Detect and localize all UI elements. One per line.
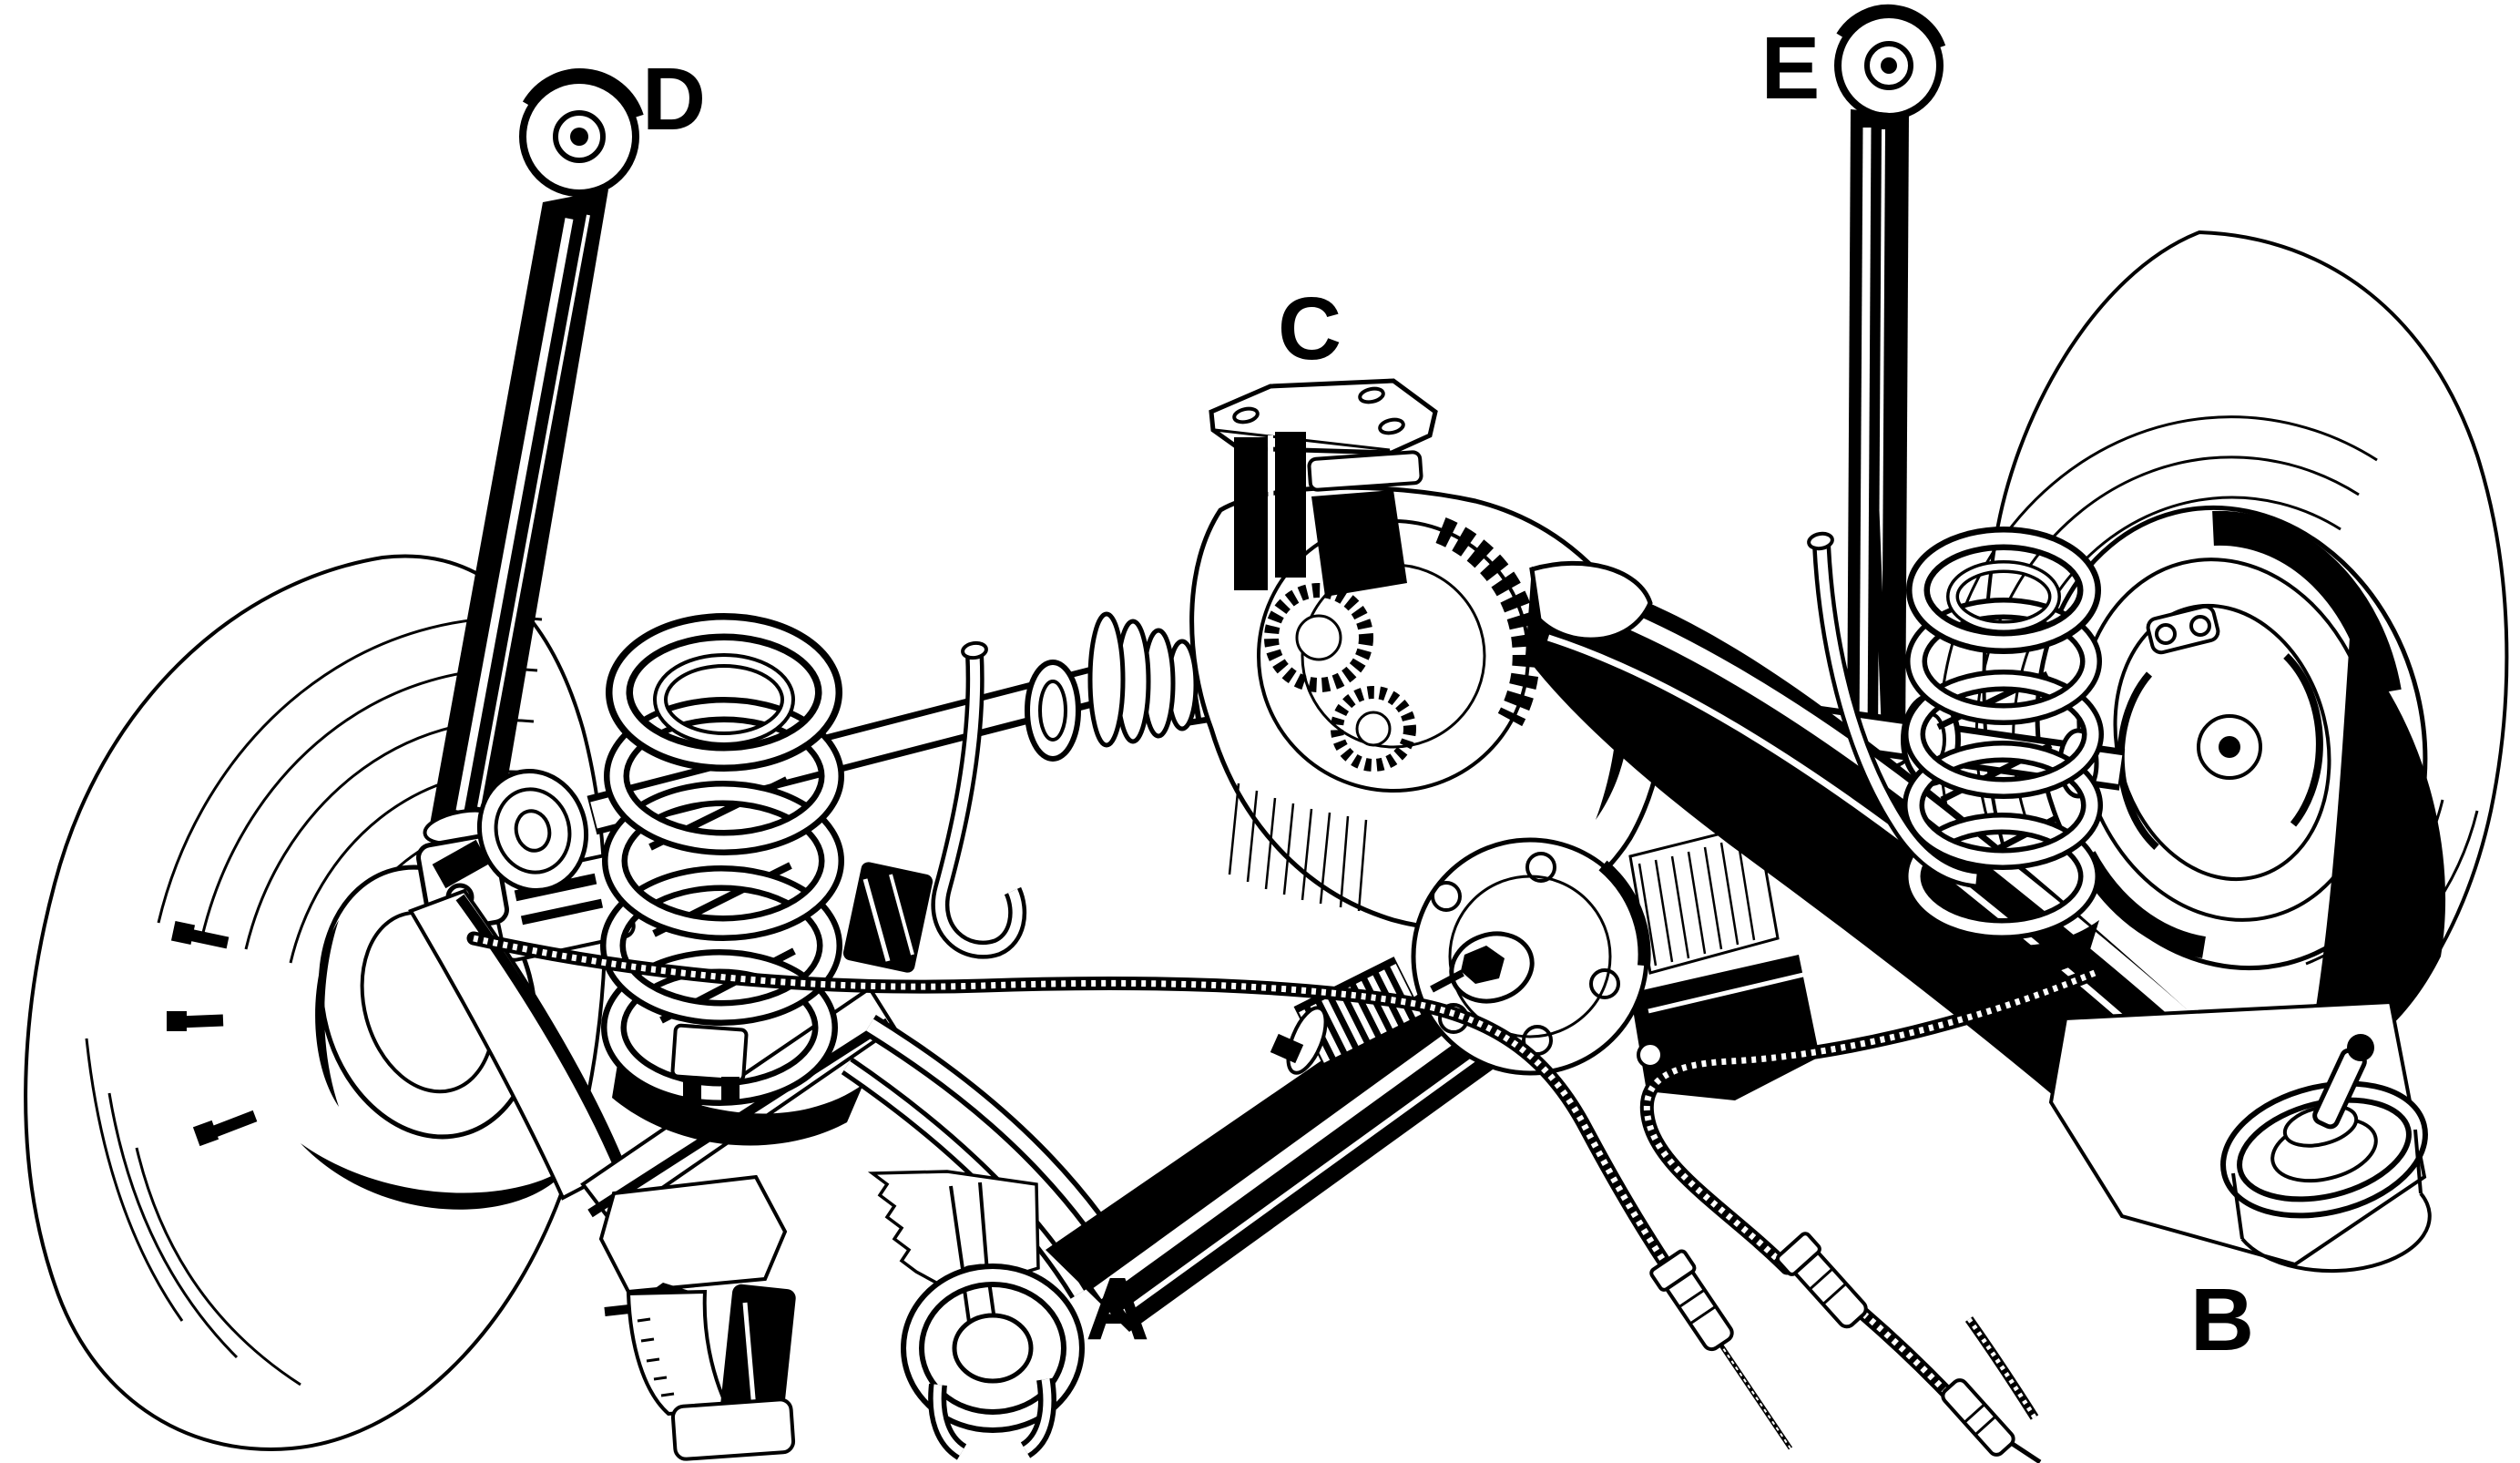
spring-seat-right <box>1908 909 2099 980</box>
label-d: D <box>642 49 706 148</box>
breather-tube <box>1807 531 1978 888</box>
handbrake-cable-left <box>466 931 1793 1450</box>
label-b: B <box>2190 1270 2254 1369</box>
callout-labels: D E C A B <box>642 18 2254 1369</box>
differential-mount-bracket <box>1209 378 1438 590</box>
brake-hose <box>842 640 1027 973</box>
label-a: A <box>1086 1259 1149 1358</box>
trailing-arm-left <box>1046 823 1820 1332</box>
cable-adjusters <box>1649 1232 2015 1457</box>
cable-clamp <box>670 1023 749 1102</box>
right-brake-drum <box>2035 505 2446 1075</box>
mount-bushing-b <box>2048 999 2432 1274</box>
left-hub-brake <box>167 830 636 1210</box>
coil-spring-left <box>600 613 844 1106</box>
label-e: E <box>1761 18 1821 118</box>
spring-seat-left <box>612 1064 863 1146</box>
halfshaft-left <box>432 611 1307 893</box>
hub-flange <box>1411 837 1651 1076</box>
label-c: C <box>1278 279 1342 378</box>
coil-spring-right <box>1903 527 2104 940</box>
mount-bushing-a <box>867 1170 1085 1460</box>
subframe-left <box>408 888 897 1461</box>
left-tire <box>24 554 607 1451</box>
